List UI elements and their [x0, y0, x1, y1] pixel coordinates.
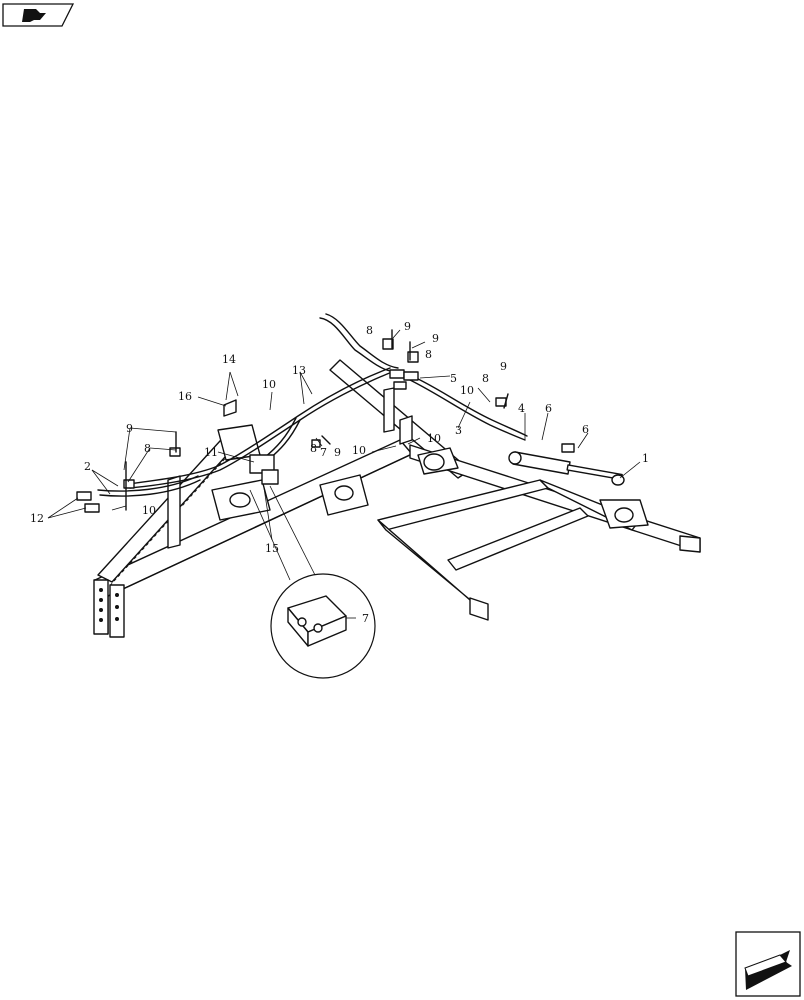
book-nav-icon[interactable]	[2, 3, 75, 27]
callout-15: 15	[265, 542, 279, 555]
toolbar-frame	[93, 359, 701, 638]
callout-7a: 7	[320, 446, 327, 459]
hydraulic-cylinder	[508, 443, 625, 486]
detail-view-7	[249, 485, 376, 679]
callout-8a: 8	[366, 324, 373, 337]
callout-10a: 10	[262, 378, 276, 391]
callout-9d: 9	[126, 422, 133, 435]
callout-6a: 6	[545, 402, 552, 415]
callout-5: 5	[450, 372, 457, 385]
callout-16: 16	[178, 390, 192, 403]
callout-8d: 8	[144, 442, 151, 455]
callout-8e: 8	[310, 442, 317, 455]
callout-labels: 1 2 3 4 5 6 6 7 7 8 8 8 8 8 9 9 9 9 9 10…	[30, 320, 649, 625]
callout-10c: 10	[352, 444, 366, 457]
callout-9a: 9	[404, 320, 411, 333]
callout-2: 2	[84, 460, 91, 473]
leader-lines	[47, 329, 641, 541]
callout-3: 3	[455, 424, 462, 437]
callout-8b: 8	[425, 348, 432, 361]
callout-10e: 10	[142, 504, 156, 517]
callout-11: 11	[204, 446, 218, 459]
callout-4: 4	[518, 402, 525, 415]
callout-9e: 9	[334, 446, 341, 459]
callout-8c: 8	[482, 372, 489, 385]
callout-1: 1	[642, 452, 649, 465]
fittings	[76, 329, 509, 513]
callout-7b: 7	[362, 612, 369, 625]
callout-10d: 10	[427, 432, 441, 445]
callout-14: 14	[222, 353, 236, 366]
callout-9c: 9	[500, 360, 507, 373]
next-page-arrow-icon[interactable]	[735, 931, 801, 997]
callout-13: 13	[292, 364, 306, 377]
callout-12: 12	[30, 512, 44, 525]
callout-6b: 6	[582, 423, 589, 436]
callout-9b: 9	[432, 332, 439, 345]
callout-10b: 10	[460, 384, 474, 397]
